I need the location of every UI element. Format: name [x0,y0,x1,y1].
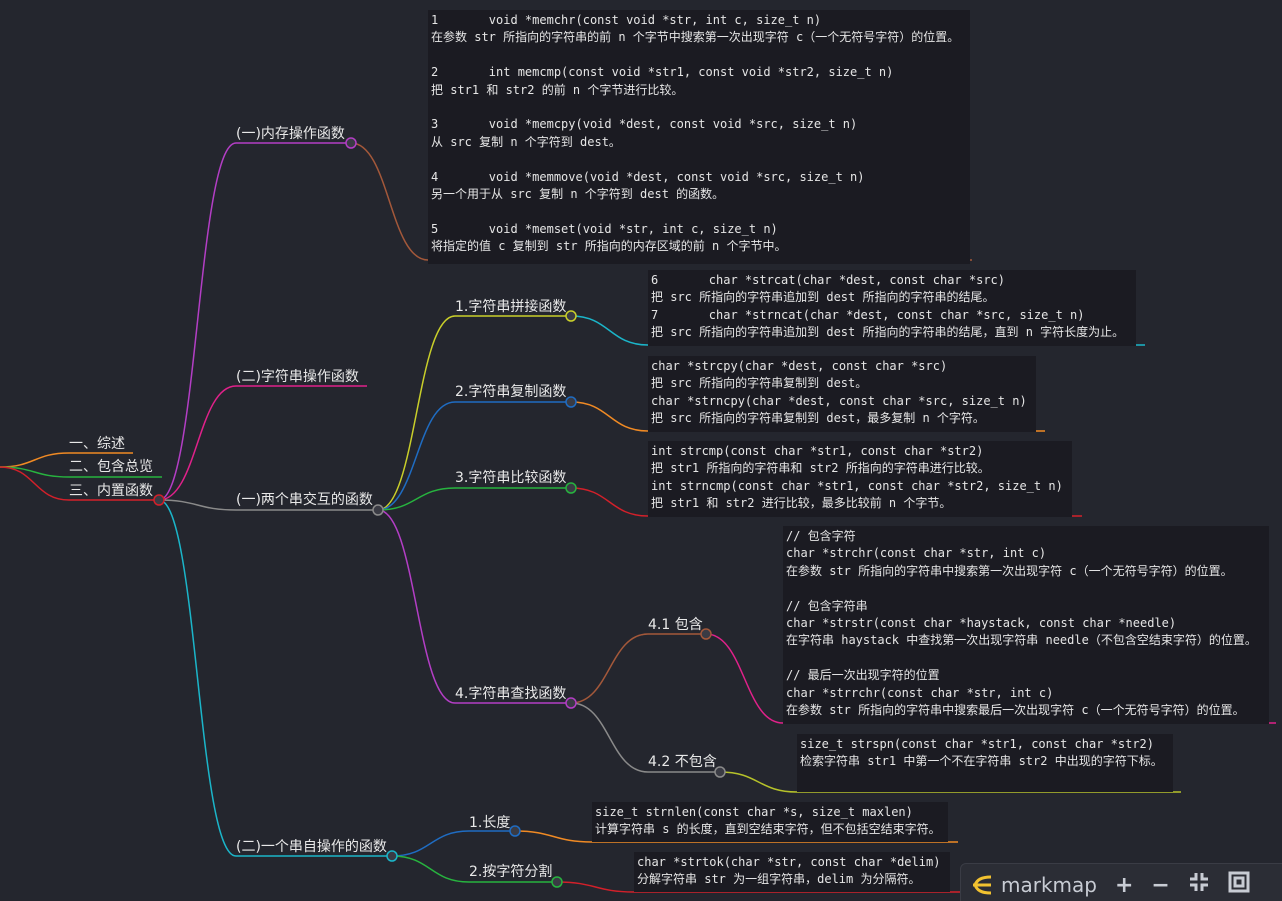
code-not-contains: size_t strspn(const char *str1, const ch… [797,734,1173,792]
markmap-toolbar: markmap + − [960,863,1282,901]
toggle-contains[interactable] [700,628,712,640]
toggle-compare[interactable] [565,482,577,494]
link-length-code [514,830,593,843]
node-two-string-functions[interactable]: (一)两个串交互的函数 [236,492,373,508]
node-copy[interactable]: 2.字符串复制函数 [455,384,567,400]
node-string-functions[interactable]: (二)字符串操作函数 [236,369,359,385]
code-length: size_t strnlen(const char *s, size_t max… [592,802,948,842]
node-memory-functions[interactable]: (一)内存操作函数 [236,126,345,142]
link-contains [570,633,649,704]
link-concat [377,315,456,511]
link-copy [377,401,456,511]
node-overview[interactable]: 一、综述 [69,436,125,452]
link-split [391,855,470,883]
link-compare [377,487,456,511]
link-overview [0,452,70,468]
node-search[interactable]: 4.字符串查找函数 [455,686,567,702]
link-compare-code [570,487,649,517]
markmap-logo-icon [973,875,992,895]
fit-window-button[interactable] [1188,871,1210,899]
link-not-contains-code [719,771,798,793]
node-split[interactable]: 2.按字符分割 [469,864,553,880]
link-one [158,499,237,857]
code-split: char *strtok(char *str, const char *deli… [634,852,950,892]
link-two [158,499,237,511]
code-concat: 6 char *strcat(char *dest, const char *s… [648,270,1136,346]
node-one-string-functions[interactable]: (二)一个串自操作的函数 [236,839,387,855]
node-concat[interactable]: 1.字符串拼接函数 [455,299,567,315]
code-compare: int strcmp(const char *str1, const char … [648,441,1072,517]
link-string [158,385,237,501]
markmap-brand-label: markmap [1001,873,1097,897]
toggle-concat[interactable] [565,310,577,322]
link-memory-code [350,142,429,261]
code-copy: char *strcpy(char *dest, const char *src… [648,356,1036,432]
toggle-one[interactable] [386,850,398,862]
link-not-contains [570,702,649,773]
toggle-split[interactable] [551,876,563,888]
zoom-out-button[interactable]: − [1151,872,1170,898]
toggle-builtin[interactable] [153,494,165,506]
toggle-length[interactable] [509,825,521,837]
code-contains: // 包含字符 char *strchr(const char *str, in… [783,526,1269,724]
toggle-two[interactable] [372,504,384,516]
node-compare[interactable]: 3.字符串比较函数 [455,470,567,486]
link-split-code [556,881,635,893]
code-memory-functions: 1 void *memchr(const void *str, int c, s… [428,10,970,264]
node-contains[interactable]: 4.1 包含 [648,617,703,633]
toggle-search[interactable] [565,697,577,709]
toggle-not-contains[interactable] [714,766,726,778]
node-length[interactable]: 1.长度 [469,815,511,831]
toggle-memory[interactable] [345,137,357,149]
link-memory [158,142,237,501]
node-builtin-functions[interactable]: 三、内置函数 [69,483,153,499]
link-concat-code [570,315,649,346]
recurse-icon [1228,871,1250,893]
fit-icon [1189,873,1208,891]
node-include-overview[interactable]: 二、包含总览 [69,459,153,475]
link-copy-code [570,401,649,432]
toggle-copy[interactable] [565,396,577,408]
link-contains-code [705,633,784,724]
recurse-button[interactable] [1228,871,1250,899]
markmap-brand[interactable]: markmap [971,873,1097,897]
link-search [377,509,456,704]
zoom-in-button[interactable]: + [1114,872,1134,898]
node-not-contains[interactable]: 4.2 不包含 [648,754,717,770]
link-builtin [0,466,70,501]
link-length [391,830,470,857]
